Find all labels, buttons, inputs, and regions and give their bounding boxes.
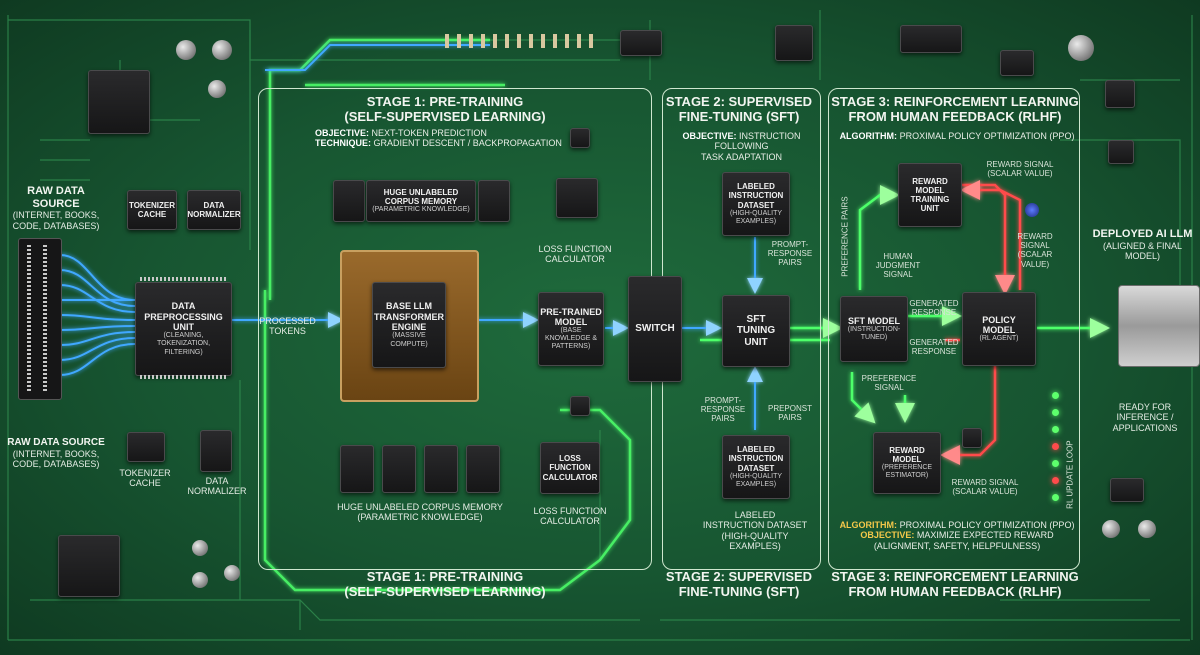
stage3-algorithm: Algorithm: Proximal Policy Optimization … bbox=[839, 131, 1075, 141]
labeled-instruction-dataset-bottom: LabeledInstructionDataset (High-QualityE… bbox=[722, 435, 790, 499]
corpus-memory-chip: Huge UnlabeledCorpus Memory (Parametric … bbox=[366, 180, 476, 222]
stage3-bottom-objective: Algorithm: Proximal Policy Optimization … bbox=[839, 520, 1075, 551]
labeled-instruction-dataset-caption: LabeledInstruction Dataset(High-QualityE… bbox=[702, 510, 808, 552]
stage2-bottom-title: Stage 2: SupervisedFine-Tuning (SFT) bbox=[665, 569, 813, 599]
corpus-memory-chip-left bbox=[333, 180, 365, 222]
data-normalizer-chip-bottom bbox=[200, 430, 232, 472]
human-judgment-signal-label: HumanJudgmentSignal bbox=[875, 252, 921, 280]
reward-signal-top: Reward Signal(Scalar Value) bbox=[986, 160, 1054, 179]
corpus-memory-chip-b3 bbox=[424, 445, 458, 493]
reward-model-training-unit: RewardModelTrainingUnit bbox=[898, 163, 962, 227]
ic-chip-right2 bbox=[1108, 140, 1134, 164]
capacitor-8 bbox=[224, 565, 240, 581]
stage1-title: Stage 1: Pre-Training(Self-Supervised Le… bbox=[344, 94, 546, 124]
preponst-pairs-label: PreponstPairs bbox=[767, 404, 812, 423]
capacitor-4 bbox=[1068, 35, 1094, 61]
raw-data-connector bbox=[18, 238, 62, 400]
output-port-connector bbox=[1118, 285, 1200, 367]
capacitor-5 bbox=[1102, 520, 1120, 538]
ready-for-inference-label: Ready forInference /Applications bbox=[1112, 402, 1178, 433]
blue-potentiometer bbox=[1025, 203, 1039, 217]
capacitor-2 bbox=[212, 40, 232, 60]
sft-tuning-unit: SFTTuningUnit bbox=[722, 295, 790, 367]
switch-chip: Switch bbox=[628, 276, 682, 382]
led-red-2 bbox=[1052, 477, 1059, 484]
corpus-memory-chip-b4 bbox=[466, 445, 500, 493]
corpus-memory-chip-right bbox=[478, 180, 510, 222]
tokenizer-cache-chip: TokenizerCache bbox=[127, 190, 177, 230]
led-green-2 bbox=[1052, 409, 1059, 416]
stage3-title: Stage 3: Reinforcement Learningfrom Huma… bbox=[831, 94, 1079, 124]
generated-response-bottom: GeneratedResponse bbox=[909, 338, 959, 357]
ic-chip-small2 bbox=[570, 396, 590, 416]
ic-chip-small3 bbox=[962, 428, 982, 448]
capacitor-1 bbox=[176, 40, 196, 60]
ic-chip-right1 bbox=[1105, 80, 1135, 108]
corpus-memory-chip-b2 bbox=[382, 445, 416, 493]
cpu-chip-topleft bbox=[88, 70, 150, 134]
stage3-bottom-title: Stage 3: Reinforcement Learningfrom Huma… bbox=[831, 569, 1079, 599]
led-green-1 bbox=[1052, 392, 1059, 399]
led-green-3 bbox=[1052, 426, 1059, 433]
reward-model-chip: RewardModel (PreferenceEstimator) bbox=[873, 432, 941, 494]
led-red-1 bbox=[1052, 443, 1059, 450]
tokenizer-cache-bottom-label: TokenizerCache bbox=[119, 468, 171, 489]
policy-model-chip: PolicyModel(RL Agent) bbox=[962, 292, 1036, 366]
prompt-response-pairs-top: Prompt-ResponsePairs bbox=[767, 240, 813, 268]
ic-chip-top2 bbox=[775, 25, 813, 61]
stage1-bottom-title: Stage 1: Pre-Training(Self-Supervised Le… bbox=[344, 569, 546, 599]
data-normalizer-chip: DataNormalizer bbox=[187, 190, 241, 230]
stage2-objective: Objective: Instruction Following Task Ad… bbox=[682, 131, 801, 162]
loss-function-bottom-label: Loss FunctionCalculator bbox=[533, 506, 607, 527]
loss-function-top-label: Loss FunctionCalculator bbox=[538, 244, 612, 265]
stage3-panel bbox=[828, 88, 1080, 570]
capacitor-3 bbox=[208, 80, 226, 98]
tokenizer-cache-chip-bottom bbox=[127, 432, 165, 462]
ic-chip-top3 bbox=[900, 25, 962, 53]
base-llm-transformer-engine: Base LLMTransformerEngine (Massive Compu… bbox=[372, 282, 446, 368]
resistor-array-top bbox=[445, 34, 595, 48]
ic-chip-top4 bbox=[1000, 50, 1034, 76]
sft-model-chip: SFT Model(Instruction-Tuned) bbox=[840, 296, 908, 362]
capacitor-6 bbox=[1138, 520, 1156, 538]
capacitor-7 bbox=[192, 540, 208, 556]
corpus-memory-chip-b1 bbox=[340, 445, 374, 493]
processed-tokens-label: ProcessedTokens bbox=[259, 316, 316, 337]
loss-function-calculator-chip: LossFunctionCalculator bbox=[540, 442, 600, 494]
ic-chip-right3 bbox=[1110, 478, 1144, 502]
labeled-instruction-dataset-top: LabeledInstructionDataset (High-QualityE… bbox=[722, 172, 790, 236]
pre-trained-model-chip: Pre-TrainedModel (BaseKnowledge &Pattern… bbox=[538, 292, 604, 366]
raw-data-source-bottom-label: Raw Data Source (Internet, Books,Code, D… bbox=[7, 437, 105, 469]
raw-data-source-label: Raw Data Source (Internet, Books,Code, D… bbox=[12, 185, 100, 231]
reward-signal-mid: RewardSignal(ScalarValue) bbox=[1017, 232, 1053, 269]
led-green-4 bbox=[1052, 460, 1059, 467]
corpus-memory-bottom-label: Huge Unlabeled Corpus Memory(Parametric … bbox=[337, 502, 503, 523]
preference-signal-label: PreferenceSignal bbox=[861, 374, 917, 393]
preference-pairs-label: Preference Pairs bbox=[840, 196, 850, 277]
stage2-title: Stage 2: SupervisedFine-Tuning (SFT) bbox=[665, 94, 813, 124]
data-normalizer-bottom-label: DataNormalizer bbox=[187, 476, 247, 497]
ic-chip-small1 bbox=[570, 128, 590, 148]
generated-response-top: GeneratedResponse bbox=[909, 299, 959, 318]
reward-signal-bottom: Reward Signal(Scalar Value) bbox=[951, 478, 1019, 497]
led-green-5 bbox=[1052, 494, 1059, 501]
prompt-response-pairs-bottom: Prompt-ResponsePairs bbox=[700, 396, 746, 424]
ic-chip-top1 bbox=[620, 30, 662, 56]
data-preprocessing-unit: DataPreprocessingUnit (Cleaning,Tokeniza… bbox=[135, 282, 232, 376]
rl-update-loop-label: RL Update Loop bbox=[1065, 440, 1075, 509]
loss-function-chip-top bbox=[556, 178, 598, 218]
cpu-chip-bottomleft bbox=[58, 535, 120, 597]
deployed-ai-llm-label: Deployed AI LLM (Aligned & FinalModel) bbox=[1092, 228, 1193, 261]
capacitor-9 bbox=[192, 572, 208, 588]
stage1-objective: Objective: Next-Token Prediction Techniq… bbox=[315, 128, 562, 149]
